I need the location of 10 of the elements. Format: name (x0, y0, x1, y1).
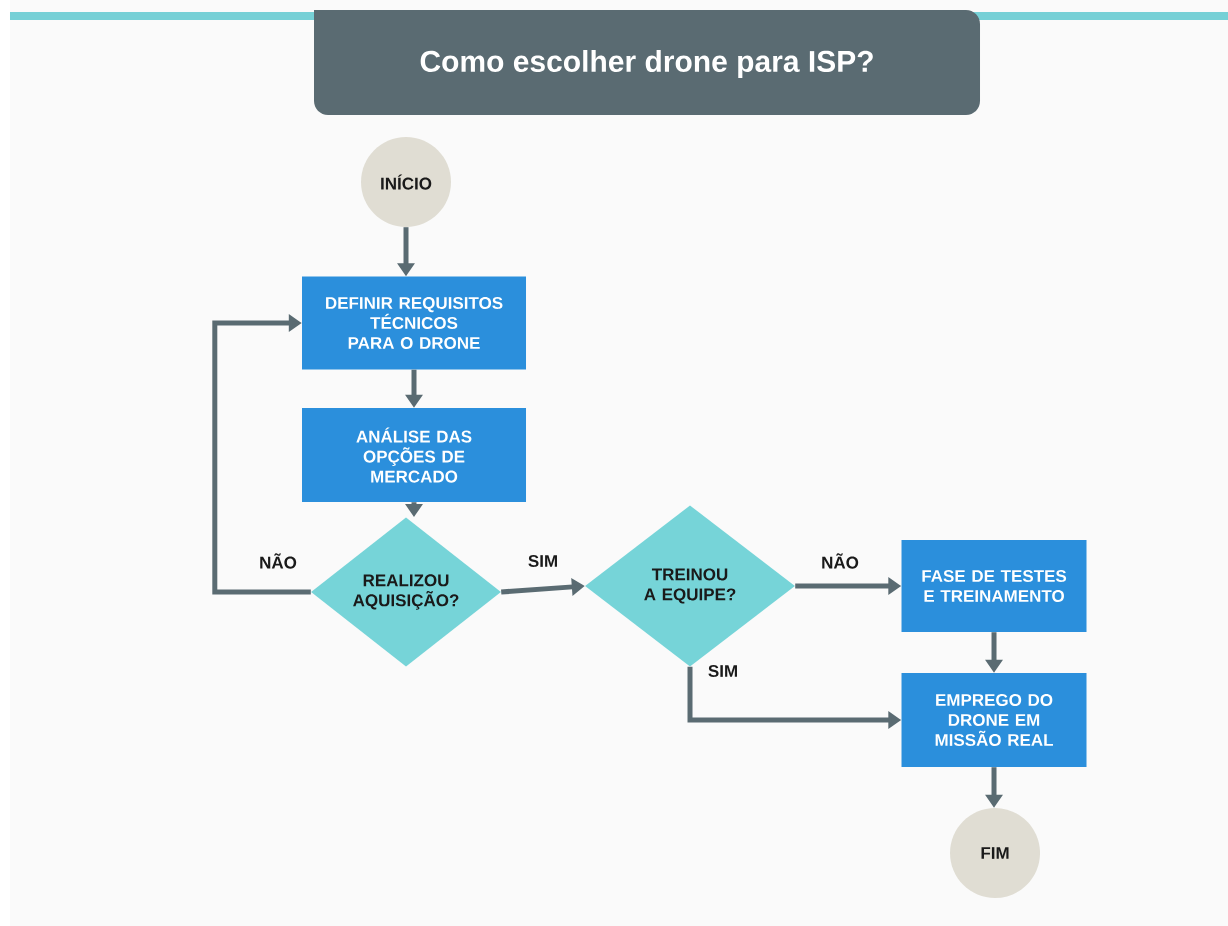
title-banner: Como escolher drone para ISP? (314, 10, 980, 115)
arrow (212, 314, 311, 595)
process-box: ANÁLISE DAS OPÇÕES DE MERCADO (302, 408, 526, 502)
edge-label: SIM (528, 555, 557, 568)
process-box: EMPREGO DO DRONE EM MISSÃO REAL (901, 673, 1087, 767)
process-box: DEFINIR REQUISITOS TÉCNICOS PARA O DRONE (302, 276, 526, 370)
edge-label: NÃO (822, 553, 859, 569)
edge-label: SIM (708, 665, 737, 678)
edge-label: NÃO (260, 553, 297, 569)
process-box: FASE DE TESTES E TREINAMENTO (901, 540, 1087, 632)
